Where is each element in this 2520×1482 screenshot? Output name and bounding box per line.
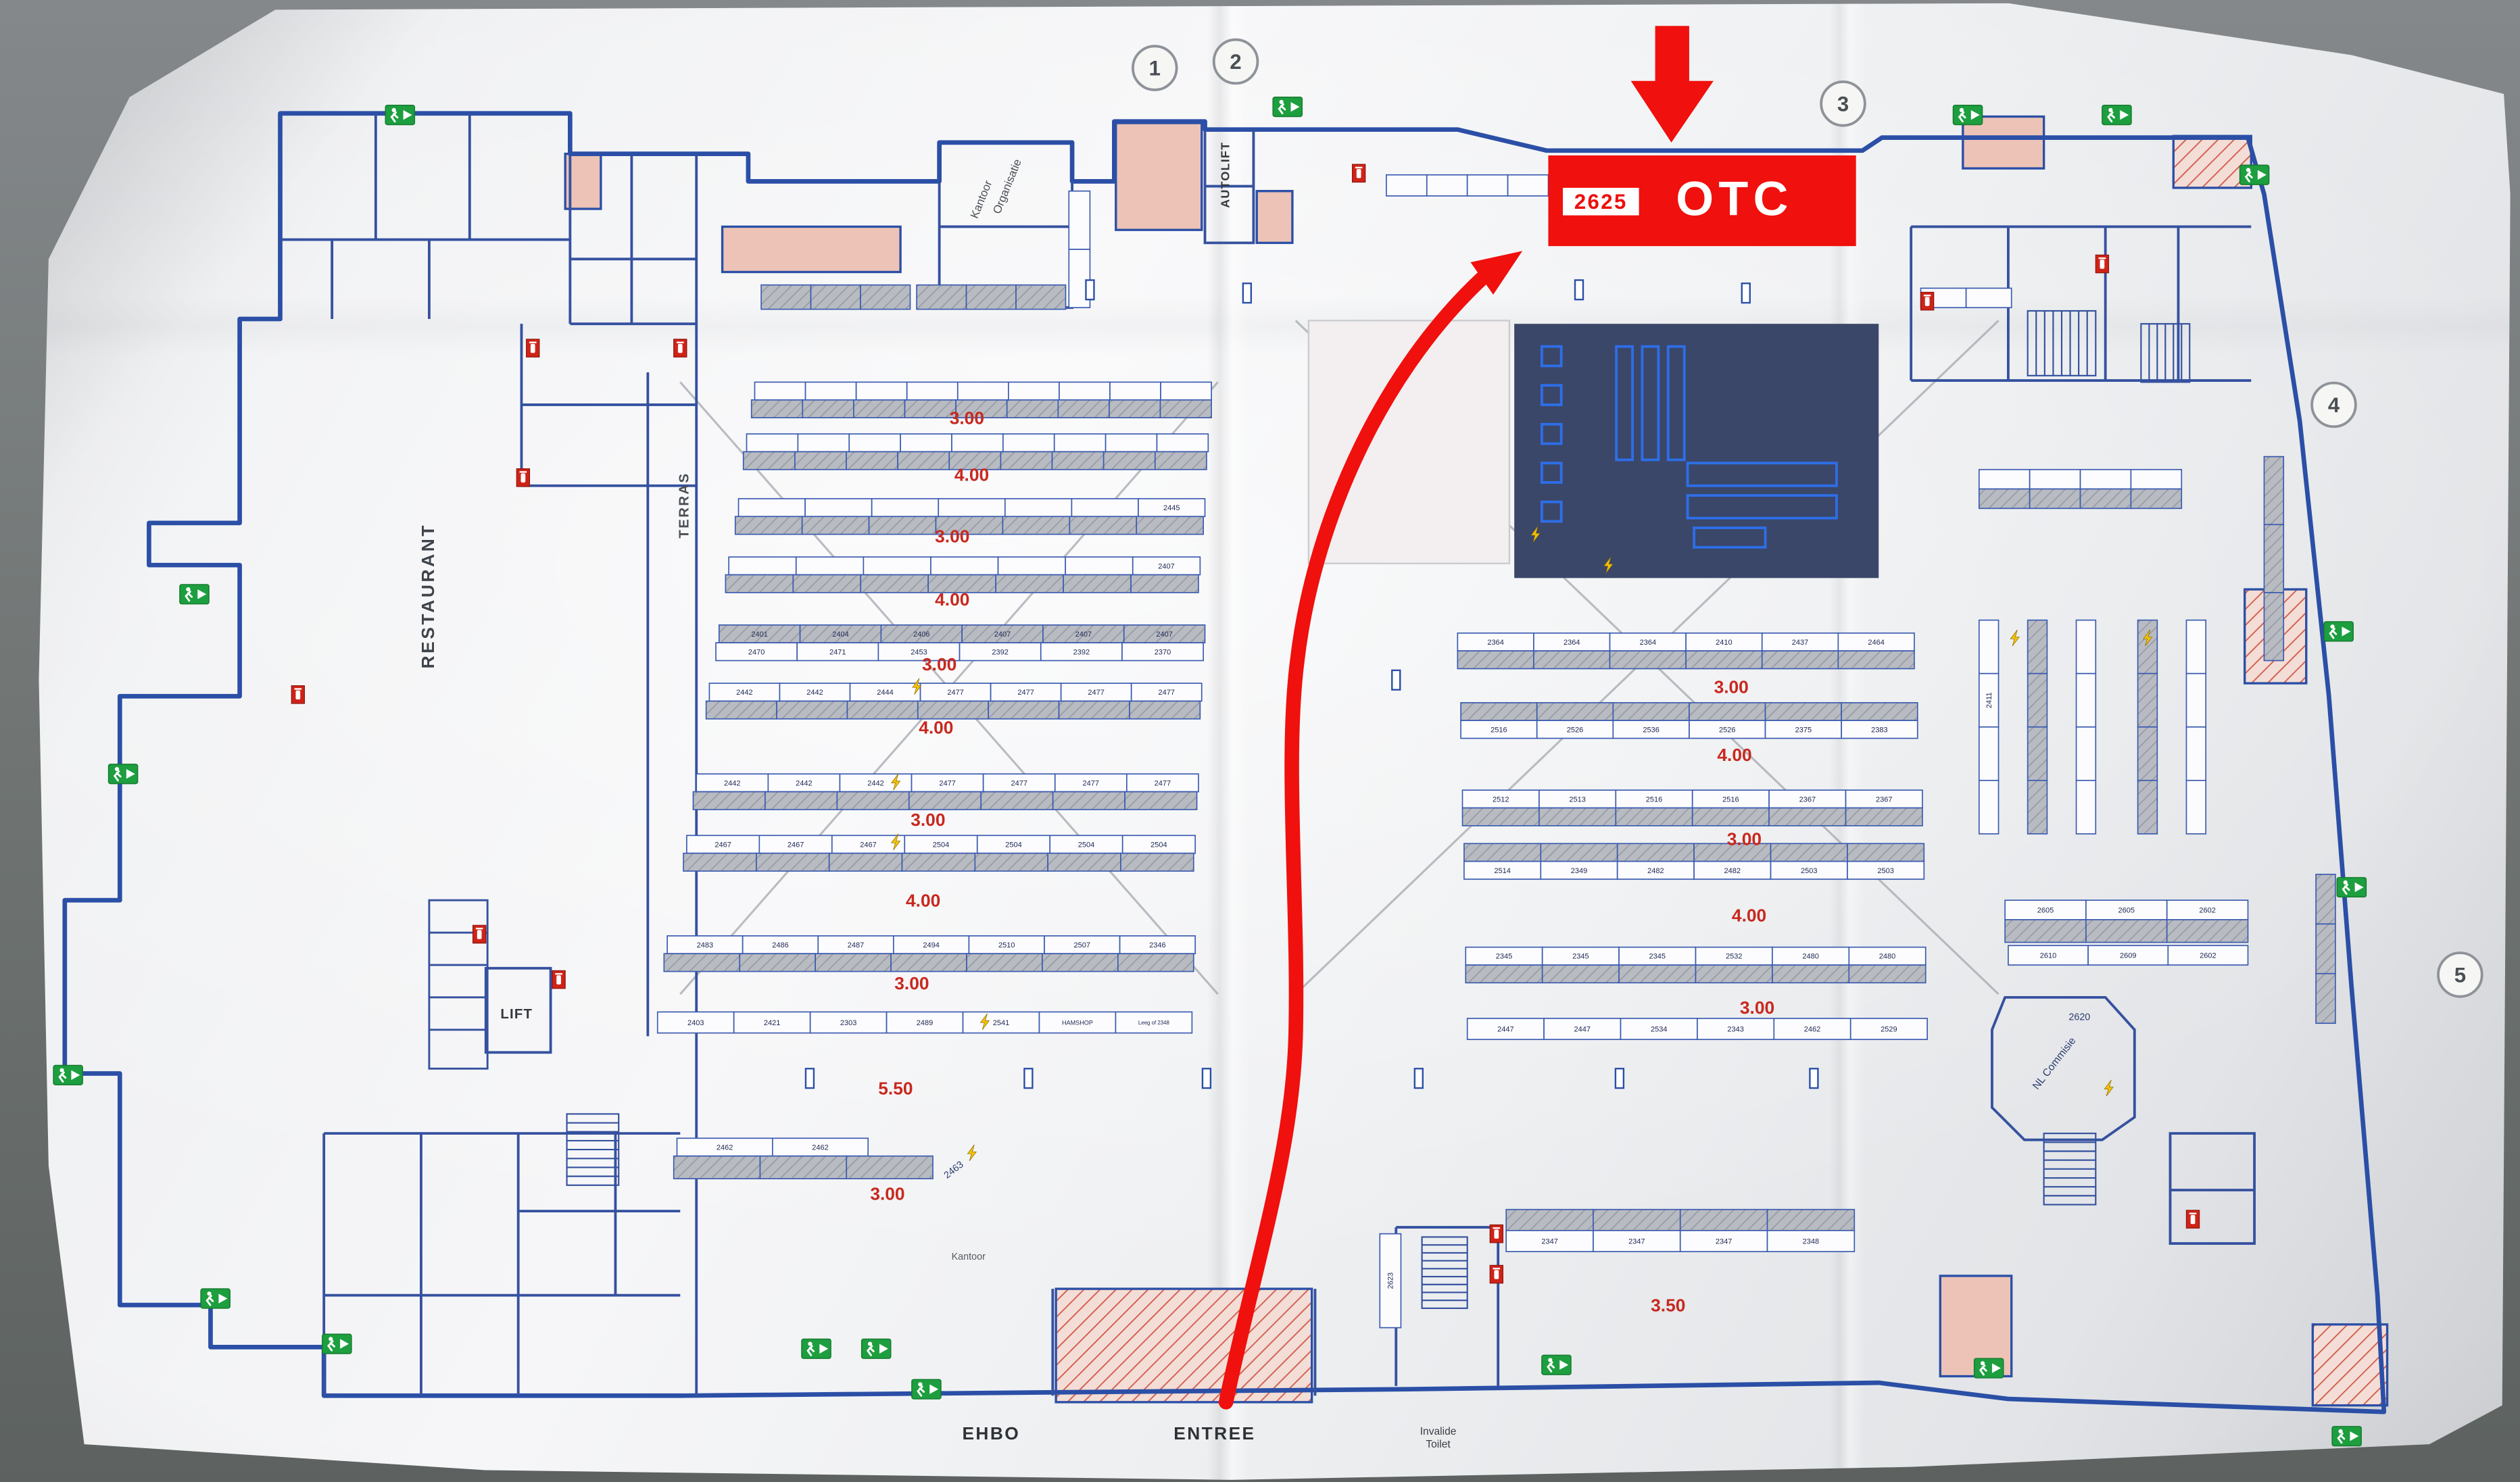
destination-arrow-icon (1630, 26, 1714, 143)
destination-banner: 2625 OTC (1548, 155, 1856, 247)
route-arrow-path (1218, 271, 1490, 1410)
destination-label: OTC (1676, 173, 1793, 227)
destination-booth-number: 2625 (1563, 187, 1639, 215)
